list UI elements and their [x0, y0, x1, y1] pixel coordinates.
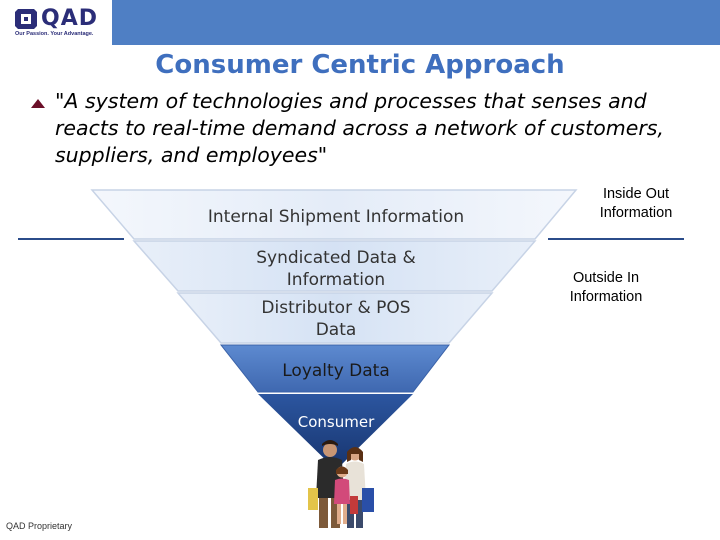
funnel-layer-label: Information — [287, 270, 385, 290]
quote-line: reacts to real-time demand across a netw… — [55, 116, 664, 140]
funnel-tip-label: Consumer — [298, 413, 375, 431]
page-title: Consumer Centric Approach — [155, 50, 565, 80]
quote-line: suppliers, and employees" — [55, 143, 328, 167]
funnel-layer-distributor — [176, 292, 494, 344]
quote-text: "A system of technologies and processes … — [55, 88, 705, 169]
funnel-layer-label: Data — [316, 320, 357, 340]
footer-proprietary: QAD Proprietary — [6, 521, 73, 531]
funnel-layer-loyalty — [219, 344, 451, 393]
logo-tagline: Our Passion. Your Advantage. — [15, 31, 94, 37]
quote-line: "A system of technologies and processes … — [55, 89, 647, 113]
logo-text: QAD — [41, 6, 98, 31]
logo: QAD Our Passion. Your Advantage. — [0, 0, 112, 45]
bullet-arrow-icon — [31, 99, 45, 108]
family-image — [308, 440, 374, 528]
funnel-layer-label: Internal Shipment Information — [208, 207, 464, 227]
inside-out-label: Inside Out Information — [592, 185, 680, 223]
outside-in-label: Outside In Information — [560, 269, 652, 307]
funnel-layer-syndicated — [132, 240, 537, 292]
header-band — [0, 0, 720, 45]
funnel-layer-label: Syndicated Data & — [256, 248, 415, 268]
funnel-layer-label: Loyalty Data — [282, 361, 390, 381]
logo-mark-icon — [15, 9, 37, 29]
funnel-layer-internal — [90, 189, 578, 240]
outside-in-line: Outside In — [572, 270, 640, 286]
inside-out-line: Inside Out — [602, 186, 670, 202]
left-rule — [18, 238, 124, 240]
inside-out-line: Information — [599, 205, 673, 221]
funnel-layer-label: Distributor & POS — [261, 298, 410, 318]
outside-in-line: Information — [569, 289, 643, 305]
right-rule — [548, 238, 684, 240]
funnel-tip-consumer — [258, 394, 413, 470]
